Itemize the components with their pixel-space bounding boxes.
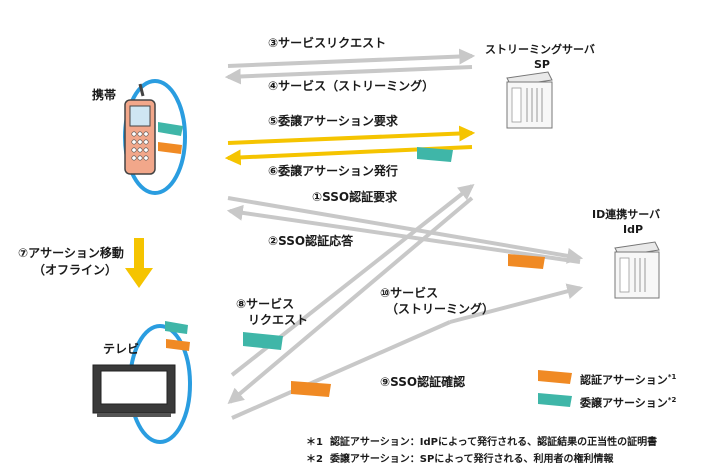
sp-sublabel: SP	[534, 58, 550, 71]
step6-deleg-token	[417, 147, 453, 162]
step2-label: ②SSO認証応答	[268, 234, 354, 248]
footnote-2: ＊2 委譲アサーション：SPによって発行される、利用者の権利情報	[306, 454, 614, 465]
tv-deleg-token	[165, 321, 188, 334]
step9-label: ⑨SSO認証確認	[380, 375, 466, 389]
legend-auth-label: 認証アサーション*1	[580, 373, 677, 387]
sp-label: ストリーミングサーバ	[485, 43, 595, 56]
phone-deleg-token	[158, 122, 183, 136]
arrow-step10	[227, 196, 474, 405]
step8-label: ⑧サービス	[236, 297, 295, 311]
step1-label: ①SSO認証要求	[312, 190, 398, 204]
tv-auth-token	[166, 339, 190, 351]
arrow-step5	[227, 125, 476, 145]
arrow-step9-left	[231, 320, 451, 420]
sp-server-icon	[506, 71, 553, 129]
idp-sublabel: IdP	[623, 223, 644, 236]
phone-auth-token	[158, 142, 182, 154]
step5-label: ⑤委譲アサーション要求	[268, 114, 398, 128]
step7-label: ⑦アサーション移動	[18, 246, 124, 260]
phone-icon	[124, 83, 156, 175]
arrow-step3	[227, 48, 476, 68]
step8-sublabel: リクエスト	[248, 313, 309, 327]
legend-auth-icon	[538, 370, 572, 384]
step4-label: ④サービス（ストリーミング）	[268, 79, 435, 93]
tv-label: テレビ	[103, 342, 140, 356]
phone-label: 携帯	[92, 88, 117, 102]
step10-label: ⑩サービス	[380, 286, 439, 300]
idp-label: ID連携サーバ	[592, 208, 661, 221]
arrow-step4	[224, 65, 473, 85]
legend-deleg-label: 委譲アサーション*2	[580, 396, 677, 410]
step3-label: ③サービスリクエスト	[268, 36, 387, 50]
arrow-step1	[227, 196, 584, 264]
step10-sublabel: （ストリーミング）	[386, 302, 495, 316]
step6-label: ⑥委譲アサーション発行	[268, 164, 398, 178]
idp-server-icon	[614, 241, 660, 299]
step8-deleg-token	[243, 332, 283, 350]
offline-move-arrow	[125, 238, 153, 288]
footnote-1: ＊1 認証アサーション：IdPによって発行される、認証結果の正当性の証明書	[306, 437, 658, 448]
legend-deleg-icon	[538, 393, 572, 407]
tv-icon	[92, 364, 176, 417]
step2-auth-token	[508, 254, 545, 269]
step9-auth-token	[291, 381, 331, 397]
arrow-step9-right	[449, 283, 584, 324]
step7-sublabel: （オフライン）	[33, 263, 118, 277]
